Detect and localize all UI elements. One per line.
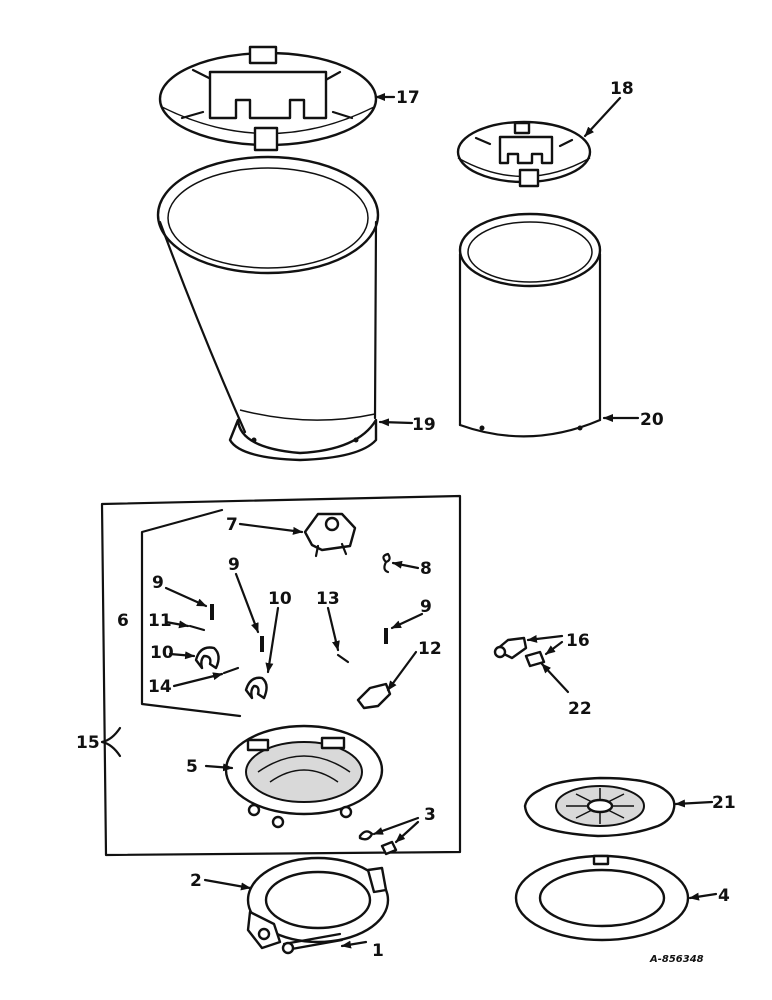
- label-6: 6: [117, 611, 129, 631]
- label-2: 2: [190, 871, 202, 891]
- label-10a: 10: [150, 643, 174, 663]
- large-hopper-part-19: [156, 155, 380, 462]
- leader-lines: [164, 93, 718, 949]
- label-16: 16: [566, 631, 590, 651]
- pin-part-13: [336, 653, 350, 664]
- label-20: 20: [640, 410, 664, 430]
- assembly-box: [100, 494, 462, 857]
- label-13: 13: [316, 589, 340, 609]
- spring-part-8: [382, 552, 391, 574]
- label-10b: 10: [268, 589, 292, 609]
- pin-part-11: [188, 624, 206, 632]
- label-1: 1: [372, 941, 384, 961]
- clip-part-3a: [358, 830, 374, 841]
- pin-part-9c: [384, 628, 388, 644]
- label-8: 8: [420, 559, 432, 579]
- pin-part-9b: [260, 636, 264, 652]
- latch-part-12: [356, 682, 392, 710]
- large-lid-part-17: [158, 45, 378, 152]
- label-9b: 9: [228, 555, 240, 575]
- bolt-part-1: [281, 932, 344, 955]
- latch-parts-16-22: [493, 636, 546, 668]
- seed-plate-part-21: [523, 776, 676, 838]
- small-lid-part-18: [456, 120, 592, 188]
- clip-part-3b: [380, 840, 398, 856]
- pin-part-9a: [210, 604, 214, 620]
- drawing-code: A-856348: [649, 954, 704, 965]
- label-22: 22: [568, 699, 592, 719]
- clamp-ring-part-2: [246, 856, 390, 950]
- label-4: 4: [718, 886, 730, 906]
- label-9a: 9: [152, 573, 164, 593]
- base-plate-part-5: [224, 724, 384, 829]
- label-14: 14: [148, 677, 172, 697]
- ring-part-4: [514, 854, 690, 942]
- pawl-part-10a: [194, 646, 220, 670]
- label-11: 11: [148, 611, 172, 631]
- label-15: 15: [76, 733, 100, 753]
- pin-part-14: [222, 666, 240, 675]
- label-9c: 9: [420, 597, 432, 617]
- label-12: 12: [418, 639, 442, 659]
- part-labels: 1 2 3 4 5 6 7 8 9 9 9 10 10 11 12 13 14 …: [76, 79, 736, 965]
- label-17: 17: [396, 88, 420, 108]
- bracket-part-7: [303, 512, 357, 558]
- label-21: 21: [712, 793, 736, 813]
- label-5: 5: [186, 757, 198, 777]
- label-18: 18: [610, 79, 634, 99]
- small-hopper-part-20: [458, 212, 602, 438]
- label-19: 19: [412, 415, 436, 435]
- label-3: 3: [424, 805, 436, 825]
- label-7: 7: [226, 515, 238, 535]
- pawl-part-10b: [244, 676, 268, 700]
